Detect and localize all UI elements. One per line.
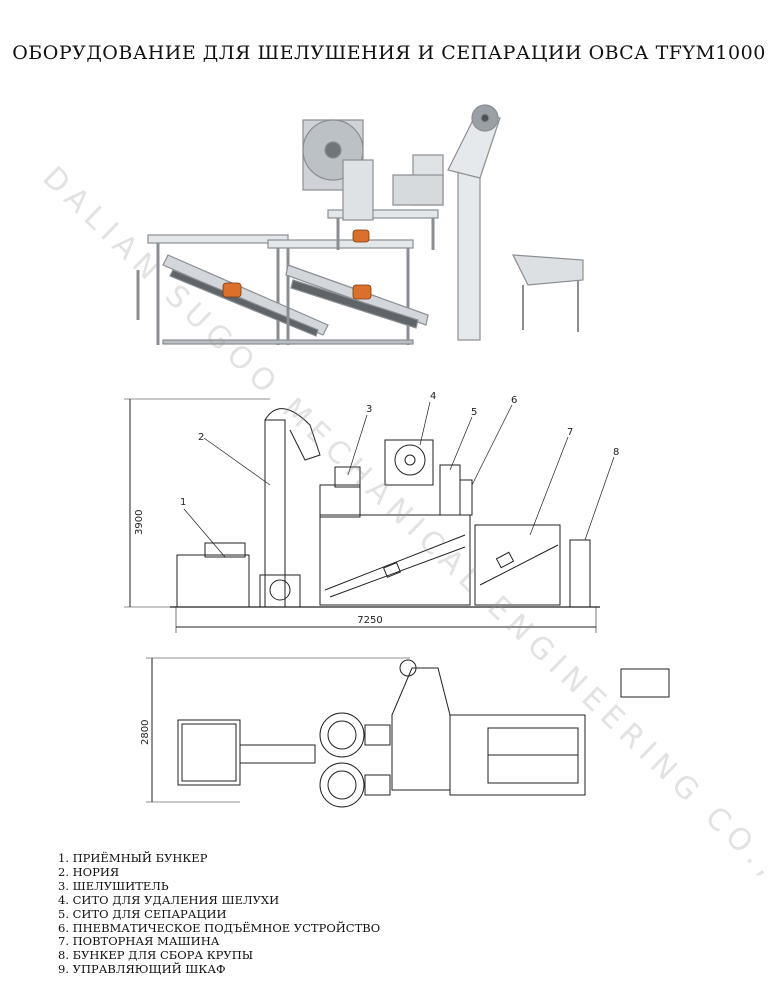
machine-photo <box>136 104 584 345</box>
legend-item-4: 4. СИТО ДЛЯ УДАЛЕНИЯ ШЕЛУХИ <box>58 892 280 907</box>
side-view-drawing: 3900 7250 1 2 3 4 5 6 7 8 9 <box>124 391 619 633</box>
callout-6: 6 <box>511 395 517 406</box>
callout-1: 1 <box>180 497 186 508</box>
page-title: ОБОРУДОВАНИЕ ДЛЯ ШЕЛУШЕНИЯ И СЕПАРАЦИИ О… <box>12 42 766 64</box>
callout-8: 8 <box>613 447 619 458</box>
callout-7: 7 <box>567 427 573 438</box>
legend: 1. ПРИЁМНЫЙ БУНКЕР 2. НОРИЯ 3. ШЕЛУШИТЕЛ… <box>58 851 381 977</box>
callout-3: 3 <box>366 404 372 415</box>
control-cabinet-plan <box>620 668 670 698</box>
legend-item-8: 8. БУНКЕР ДЛЯ СБОРА КРУПЫ <box>58 948 254 963</box>
height-dimension: 3900 <box>134 510 145 535</box>
length-dimension: 7250 <box>357 615 382 626</box>
top-view-drawing: 2800 <box>140 657 586 808</box>
legend-item-9: 9. УПРАВЛЯЮЩИЙ ШКАФ <box>58 962 226 977</box>
legend-item-7: 7. ПОВТОРНАЯ МАШИНА <box>58 934 220 949</box>
legend-item-5: 5. СИТО ДЛЯ СЕПАРАЦИИ <box>58 906 227 921</box>
legend-item-6: 6. ПНЕВМАТИЧЕСКОЕ ПОДЪЁМНОЕ УСТРОЙСТВО <box>58 920 381 935</box>
legend-item-2: 2. НОРИЯ <box>58 864 120 879</box>
legend-item-1: 1. ПРИЁМНЫЙ БУНКЕР <box>58 851 208 865</box>
callout-5: 5 <box>471 407 477 418</box>
callout-2: 2 <box>198 432 204 443</box>
legend-item-3: 3. ШЕЛУШИТЕЛЬ <box>58 878 169 893</box>
width-dimension: 2800 <box>140 720 151 745</box>
callout-4: 4 <box>430 391 436 402</box>
